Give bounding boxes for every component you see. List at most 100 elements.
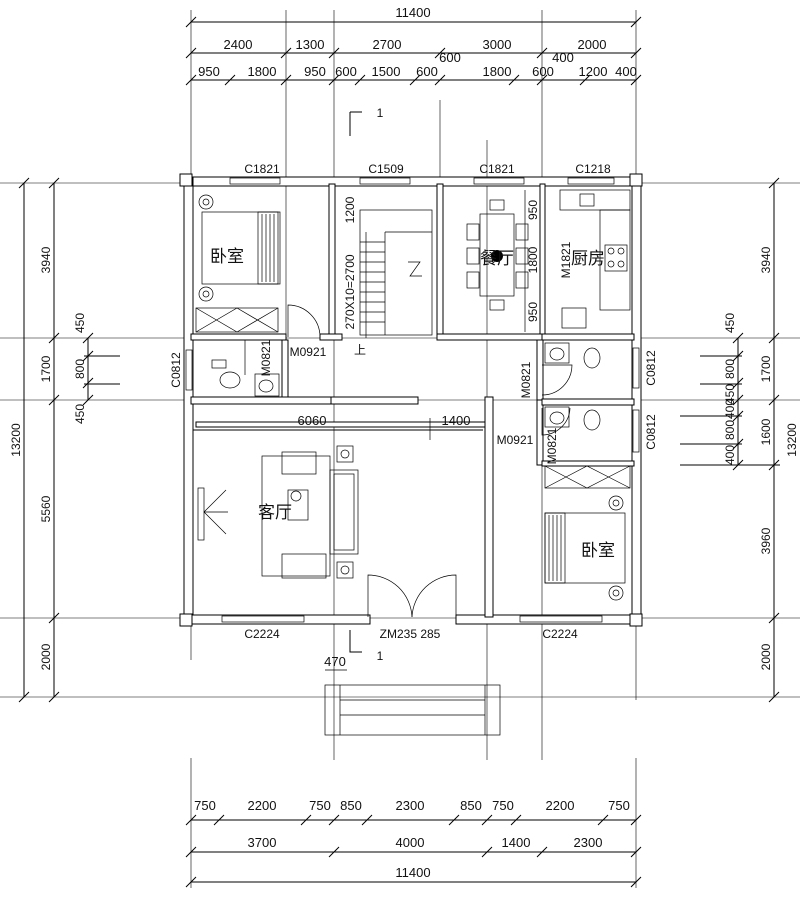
left-dim-3940: 3940	[39, 246, 53, 273]
top-dim-600b: 600	[416, 64, 438, 79]
left-dim-450b: 450	[73, 404, 87, 424]
left-dim-800: 800	[73, 359, 87, 379]
top-dim-950b: 950	[304, 64, 326, 79]
right-dim-3960: 3960	[759, 527, 773, 554]
interior-walls	[190, 183, 635, 618]
left-total-dim: 13200	[9, 423, 23, 457]
window-label-c2224-right: C2224	[542, 627, 578, 641]
bottom-dim-750b: 750	[309, 798, 331, 813]
top-dim-1500: 1500	[372, 64, 401, 79]
window-label-c0812-left: C0812	[169, 352, 183, 388]
top-dim-600c: 600	[532, 64, 554, 79]
door-label-m0821-c: M0821	[545, 427, 559, 464]
bottom-dim-850a: 850	[340, 798, 362, 813]
right-dim-1600: 1600	[759, 418, 773, 445]
room-label-bedroom-1: 卧室	[210, 247, 244, 267]
interior-dim-1400: 1400	[442, 413, 471, 428]
section-label-bottom: 1	[377, 649, 384, 663]
kitchen-counter	[559, 189, 631, 329]
right-dim-3940: 3940	[759, 246, 773, 273]
bottom-dim-750c: 750	[492, 798, 514, 813]
left-dim-1700: 1700	[39, 355, 53, 382]
right-dim-400b: 400	[723, 445, 737, 465]
bottom-dim-4000: 4000	[396, 835, 425, 850]
section-label-top: 1	[377, 106, 384, 120]
top-dim-2700: 2700	[373, 37, 402, 52]
left-dim-5560: 5560	[39, 495, 53, 522]
door-label-m0821-b: M0821	[259, 339, 273, 376]
left-dimension-lines	[18, 177, 120, 703]
top-dim-950a: 950	[198, 64, 220, 79]
entry-steps	[324, 684, 501, 736]
dining-dim-1800: 1800	[526, 246, 540, 273]
living-room-sofa-set	[197, 445, 359, 579]
right-dim-800a: 800	[723, 359, 737, 379]
bottom-dimension-lines	[185, 758, 642, 888]
bottom-dim-2300: 2300	[396, 798, 425, 813]
dining-dim-950b: 950	[526, 302, 540, 322]
bedroom-2-bed	[544, 465, 631, 601]
right-dim-1700: 1700	[759, 355, 773, 382]
stair-dim-2700: 270X10=2700	[343, 254, 357, 329]
window-label-c1821-b: C1821	[479, 162, 515, 176]
door-label-m0921-a: M0921	[290, 345, 327, 359]
bedroom-1-bed	[195, 194, 281, 333]
bathroom-left-fixtures	[211, 359, 280, 397]
top-dim-1800a: 1800	[248, 64, 277, 79]
window-label-c1218: C1218	[575, 162, 611, 176]
stair-up-label: 上	[354, 343, 366, 357]
top-dim-600a: 600	[335, 64, 357, 79]
windows	[185, 177, 640, 623]
bottom-total-dim: 11400	[395, 865, 430, 880]
top-dim-400-small: 400	[552, 50, 574, 65]
door-label-m0921-b: M0921	[497, 433, 534, 447]
door-label-m0821-a: M0821	[519, 361, 533, 398]
window-label-c1509: C1509	[368, 162, 404, 176]
interior-dimension-lines	[193, 190, 526, 671]
window-label-c1821-a: C1821	[244, 162, 280, 176]
right-dim-450b: 450	[723, 384, 737, 404]
top-dim-1800b: 1800	[483, 64, 512, 79]
section-marker-bottom	[349, 630, 362, 653]
top-dim-1300: 1300	[296, 37, 325, 52]
right-dim-800b: 800	[723, 420, 737, 440]
dining-dim-950a: 950	[526, 200, 540, 220]
room-label-living: 客厅	[258, 503, 292, 523]
dining-table	[466, 199, 529, 311]
top-dimension-lines	[185, 16, 642, 86]
door-label-zm: ZM235 285	[380, 627, 441, 641]
top-dim-1200: 1200	[579, 64, 608, 79]
bottom-dim-1400: 1400	[502, 835, 531, 850]
left-dim-450a: 450	[73, 313, 87, 333]
top-dim-2000: 2000	[578, 37, 607, 52]
bottom-dim-850b: 850	[460, 798, 482, 813]
top-total-dim: 11400	[395, 5, 430, 20]
window-label-c0812-right-a: C0812	[644, 350, 658, 386]
stair-dim-1200: 1200	[343, 196, 357, 223]
top-dim-400a: 400	[615, 64, 637, 79]
bottom-dim-2200a: 2200	[248, 798, 277, 813]
bottom-dim-750a: 750	[194, 798, 216, 813]
top-dim-600-small: 600	[439, 50, 461, 65]
left-dim-2000: 2000	[39, 643, 53, 670]
bottom-dim-750d: 750	[608, 798, 630, 813]
staircase	[359, 209, 433, 336]
bottom-dim-3700: 3700	[248, 835, 277, 850]
room-label-kitchen: 厨房	[571, 249, 605, 269]
top-dim-3000: 3000	[483, 37, 512, 52]
section-marker-top	[349, 111, 362, 136]
room-label-dining: 餐厅	[480, 249, 514, 269]
right-dim-450a: 450	[723, 313, 737, 333]
right-total-dim: 13200	[785, 423, 799, 457]
bathroom-right-fixtures	[544, 342, 601, 431]
door-label-m1821: M1821	[559, 241, 573, 278]
interior-dim-470: 470	[324, 654, 346, 669]
interior-dim-6060: 6060	[298, 413, 327, 428]
right-dimension-lines	[680, 177, 780, 703]
window-label-c0812-right-b: C0812	[644, 414, 658, 450]
bottom-dim-2200b: 2200	[546, 798, 575, 813]
axis-grid	[0, 10, 800, 760]
window-label-c2224-left: C2224	[244, 627, 280, 641]
bottom-dim-2300b: 2300	[574, 835, 603, 850]
